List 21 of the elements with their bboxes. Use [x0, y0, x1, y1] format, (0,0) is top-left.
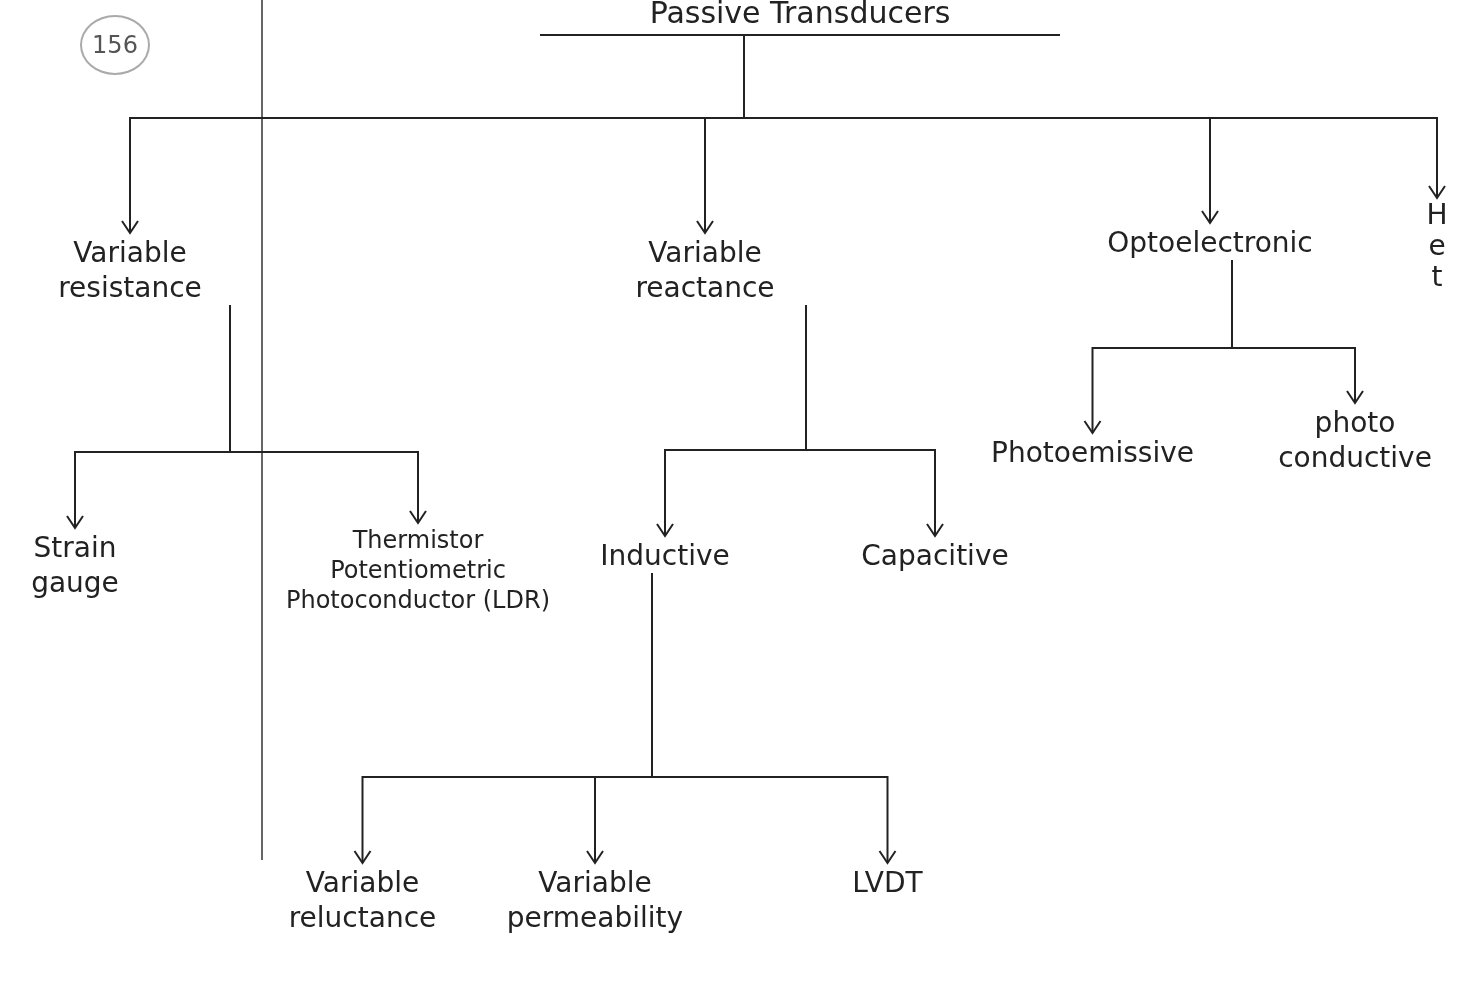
node-label: Variable reluctance — [287, 865, 438, 935]
page-number: 156 — [80, 15, 150, 75]
node-label: Variable resistance — [57, 235, 203, 305]
arrow — [229, 304, 427, 524]
node-label: LVDT — [852, 865, 923, 900]
node-label: Thermistor — [352, 525, 484, 555]
node-label: Capacitive — [861, 538, 1009, 573]
heading: Passive Transducers — [649, 0, 951, 32]
node-label: Potentiometric — [330, 555, 506, 585]
node-label: Inductive — [600, 538, 730, 573]
node-label: Variable permeability — [505, 865, 685, 935]
node-label: photo conductive — [1277, 405, 1433, 475]
node-label: Variable reactance — [634, 235, 776, 305]
arrow — [651, 572, 897, 864]
node-label: Strain gauge — [30, 530, 120, 600]
node-label: Photoemissive — [991, 435, 1194, 470]
node-label: Optoelectronic — [1107, 225, 1313, 260]
arrow — [805, 304, 944, 537]
node-label: Photoconductor (LDR) — [285, 585, 550, 615]
node-label: Het — [1425, 200, 1449, 293]
arrow — [1231, 259, 1364, 404]
